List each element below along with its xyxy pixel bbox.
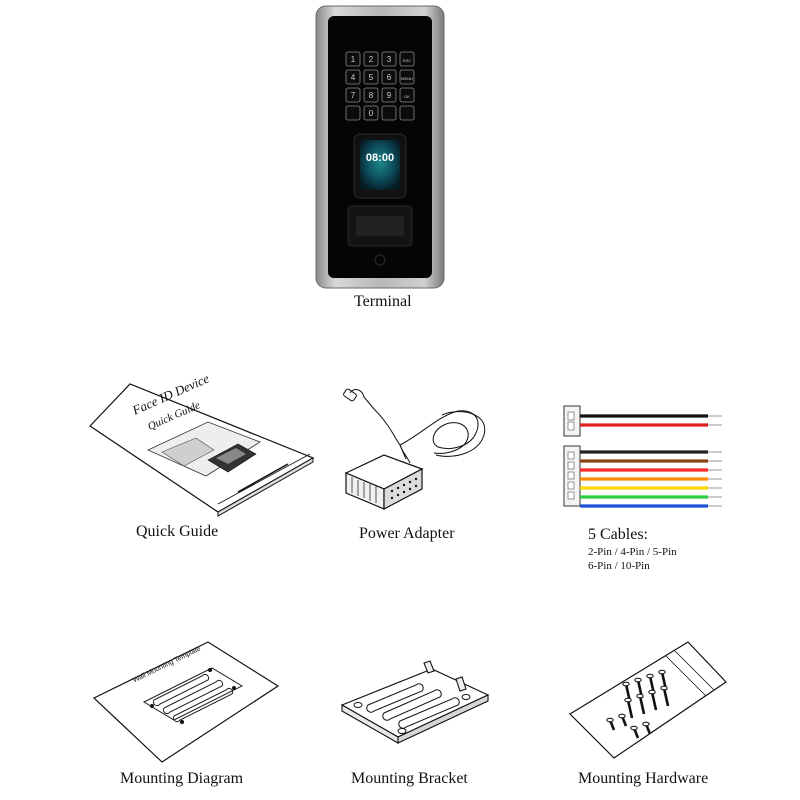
keypad-key: 9: [381, 87, 397, 103]
screws: [606, 669, 670, 739]
keypad-key: [399, 105, 415, 121]
svg-text:3: 3: [387, 55, 392, 64]
screw: [618, 713, 628, 727]
keypad-key: 5: [363, 69, 379, 85]
svg-text:9: 9: [387, 91, 392, 100]
wires-bottom: [580, 450, 722, 508]
screw: [624, 697, 634, 719]
keypad-key: 6: [381, 69, 397, 85]
keypad-key: 3: [381, 51, 397, 67]
keypad: 1 2 3 ESC 4 5 6 MENU 7 8 9 OK 0: [345, 51, 415, 121]
power-adapter-caption: Power Adapter: [359, 525, 455, 542]
svg-text:0: 0: [369, 109, 374, 118]
keypad-key: 1: [345, 51, 361, 67]
svg-text:6: 6: [387, 73, 392, 82]
terminal-device: 1 2 3 ESC 4 5 6 MENU 7 8 9 OK 0 08:00: [315, 5, 445, 289]
keypad-key: [345, 105, 361, 121]
keypad-key: 8: [363, 87, 379, 103]
keypad-key: 7: [345, 87, 361, 103]
mounting-hardware-pack: [566, 636, 736, 762]
svg-text:ESC: ESC: [403, 58, 411, 63]
svg-text:7: 7: [351, 91, 356, 100]
svg-text:1: 1: [351, 55, 356, 64]
keypad-key: 0: [363, 105, 379, 121]
svg-text:OK: OK: [404, 94, 410, 99]
keypad-key: 4: [345, 69, 361, 85]
mounting-diagram-sheet: Wall Mounting Template: [92, 640, 282, 765]
svg-text:8: 8: [369, 91, 374, 100]
screw: [660, 685, 670, 707]
cables-detail-line1: 2-Pin / 4-Pin / 5-Pin: [588, 546, 677, 558]
cables-detail-line2: 6-Pin / 10-Pin: [588, 560, 650, 572]
keypad-key: 2: [363, 51, 379, 67]
power-adapter: [340, 385, 500, 515]
keypad-key: OK: [399, 87, 415, 103]
wires-top: [580, 414, 722, 427]
screen-time: 08:00: [365, 152, 395, 164]
keypad-key: MENU: [399, 69, 415, 85]
mounting-diagram-caption: Mounting Diagram: [120, 770, 244, 787]
svg-text:4: 4: [351, 73, 356, 82]
mounting-bracket: [338, 655, 498, 765]
mounting-hardware-caption: Mounting Hardware: [578, 770, 709, 787]
screw: [636, 693, 646, 715]
keypad-key: [381, 105, 397, 121]
svg-text:2: 2: [369, 55, 374, 64]
screw: [630, 725, 640, 739]
screw: [642, 721, 652, 735]
keypad-key: ESC: [399, 51, 415, 67]
svg-text:5: 5: [369, 73, 374, 82]
terminal-caption: Terminal: [354, 293, 412, 310]
cables-set: [560, 400, 730, 515]
svg-text:MENU: MENU: [401, 76, 413, 81]
screw: [606, 717, 616, 731]
quick-guide-booklet: Face ID Device Quick Guide: [88, 371, 318, 517]
quick-guide-caption: Quick Guide: [136, 523, 219, 540]
screw: [648, 689, 658, 711]
mounting-bracket-caption: Mounting Bracket: [351, 770, 468, 787]
cables-caption: 5 Cables:: [588, 526, 648, 543]
